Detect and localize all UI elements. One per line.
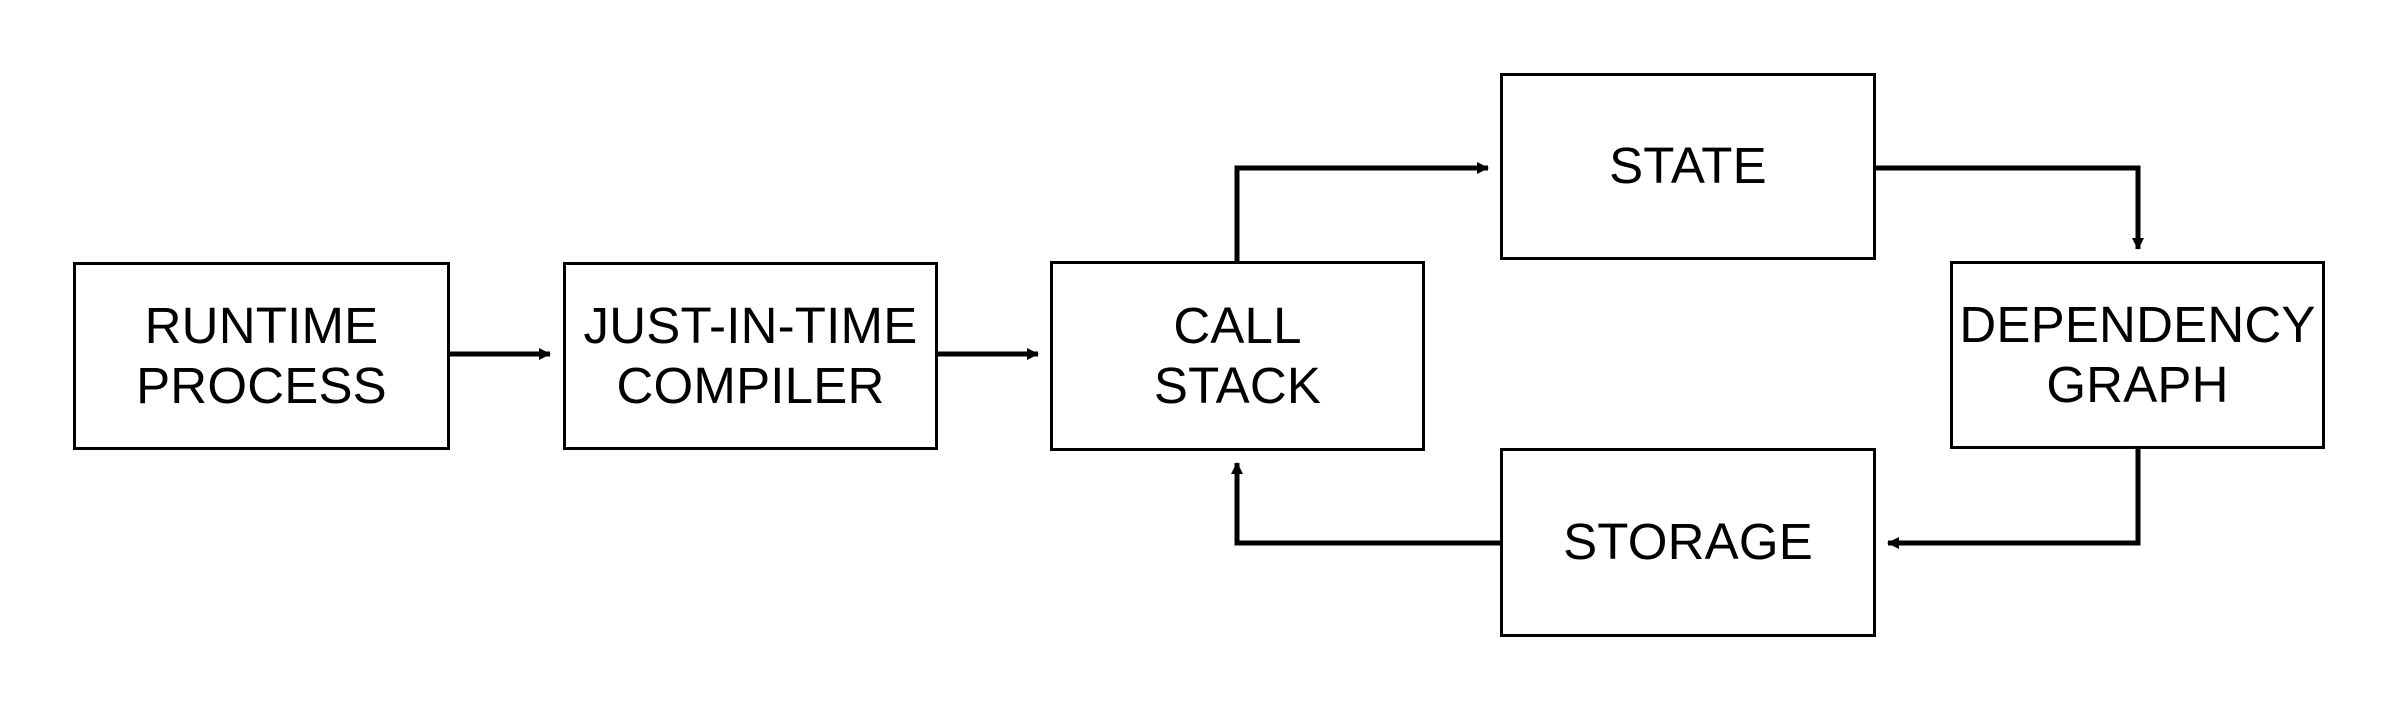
node-just-in-time-compiler[interactable]: JUST-IN-TIME COMPILER <box>563 262 938 450</box>
node-runtime-process-label: RUNTIME PROCESS <box>136 296 387 414</box>
edge-dependency-graph-to-storage <box>1887 449 2141 549</box>
node-dependency-graph[interactable]: DEPENDENCY GRAPH <box>1950 261 2325 449</box>
node-call-stack[interactable]: CALL STACK <box>1050 261 1425 451</box>
node-call-stack-label: CALL STACK <box>1153 296 1322 414</box>
edge-state-to-dependency-graph <box>1876 165 2144 250</box>
edge-call-stack-to-state <box>1234 162 1489 261</box>
node-dependency-graph-label: DEPENDENCY GRAPH <box>1959 295 2316 413</box>
edge-storage-to-call-stack <box>1231 462 1500 546</box>
node-storage-label: STORAGE <box>1563 513 1813 571</box>
node-state-label: STATE <box>1609 137 1767 195</box>
node-runtime-process[interactable]: RUNTIME PROCESS <box>73 262 450 450</box>
node-state[interactable]: STATE <box>1500 73 1876 260</box>
node-storage[interactable]: STORAGE <box>1500 448 1876 637</box>
node-just-in-time-compiler-label: JUST-IN-TIME COMPILER <box>583 296 918 414</box>
